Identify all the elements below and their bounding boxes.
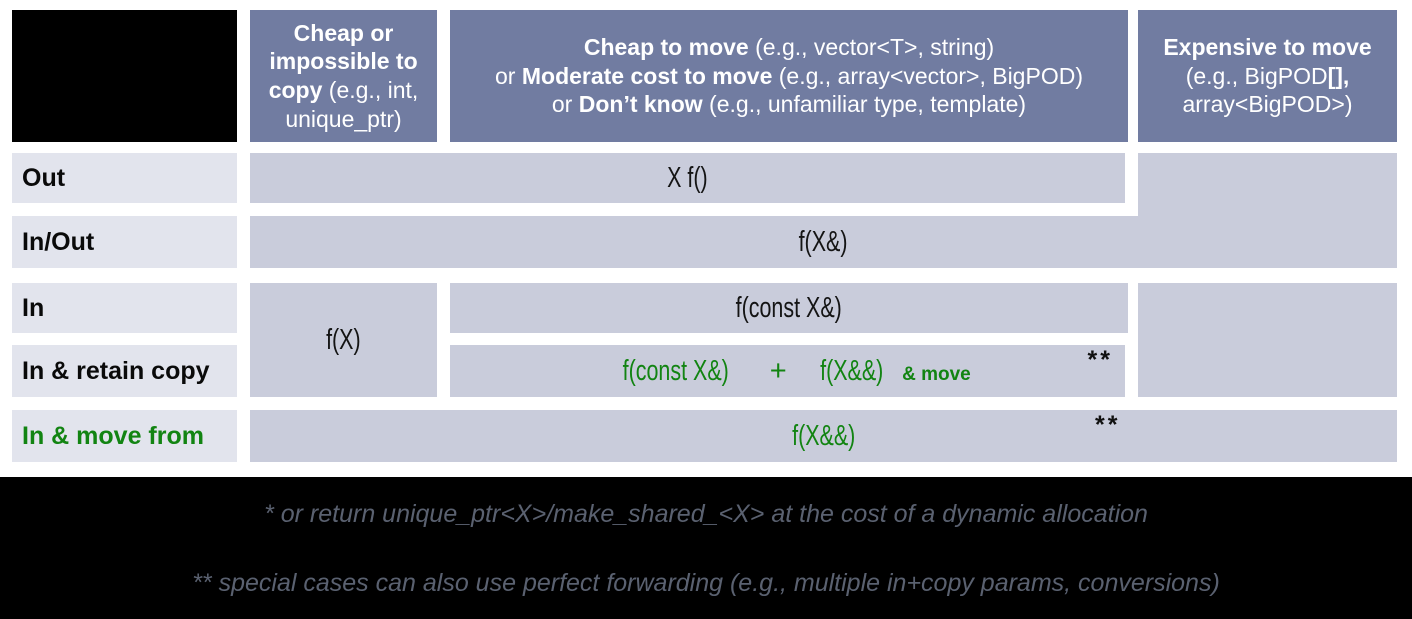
plus-sign: + — [769, 354, 787, 387]
row-label-inout: In/Out — [12, 216, 237, 268]
footnote-dynamic-allocation: * or return unique_ptr<X>/make_shared_<X… — [264, 500, 1148, 528]
corner-box — [12, 10, 237, 142]
row-label-text: In & retain copy — [22, 356, 210, 385]
cell-move-from-fxrvref: f(X&&) ** — [250, 410, 1397, 462]
cell-out-xf: X f() — [250, 153, 1125, 203]
row-label-text: In & move from — [22, 421, 204, 450]
column-header-expensive-to-move: Expensive to move (e.g., BigPOD[], array… — [1138, 10, 1397, 142]
row-label-text: In — [22, 293, 45, 322]
row-label-in: In — [12, 283, 237, 333]
cell-in-fx: f(X) — [250, 283, 437, 397]
row-label-text: In/Out — [22, 227, 95, 256]
row-label-in-move-from: In & move from — [12, 410, 237, 462]
double-asterisk-marker: ** — [1087, 346, 1113, 374]
cell-retain-copy-overloads: f(const X&) + f(X&&) & move ** — [450, 345, 1125, 397]
cell-in-expensive-empty — [1138, 283, 1397, 397]
code-signature: f(X) — [326, 323, 361, 356]
column-header-line: Expensive to move — [1163, 34, 1372, 61]
and-move-note: & move — [902, 363, 971, 385]
column-header-line: array<BigPOD>) — [1182, 91, 1353, 118]
row-label-out: Out — [12, 153, 237, 203]
cell-inout-fxref: f(X&) — [250, 216, 1397, 268]
code-signature: f(const X&) — [622, 354, 730, 387]
column-header-cheap-to-move: Cheap to move (e.g., vector<T>, string) … — [450, 10, 1128, 142]
column-header-cheap-to-copy: Cheap or impossible to copy (e.g., int, … — [250, 10, 437, 142]
row-label-text: Out — [22, 163, 66, 192]
code-signature: f(X&&) — [819, 354, 883, 387]
cell-in-fconstxref: f(const X&) — [450, 283, 1128, 333]
row-label-in-retain-copy: In & retain copy — [12, 345, 237, 397]
code-signature: X f() — [667, 161, 708, 194]
column-header-line: or Don’t know (e.g., unfamiliar type, te… — [551, 91, 1027, 118]
footnote-band — [0, 477, 1412, 619]
column-header-text: Cheap or impossible to copy (e.g., int, … — [268, 19, 419, 132]
code-signature-group: f(const X&) + f(X&&) & move — [604, 354, 971, 388]
column-header-line: (e.g., BigPOD[], — [1185, 62, 1350, 89]
double-asterisk-marker: ** — [1095, 411, 1121, 439]
column-header-line: Cheap to move (e.g., vector<T>, string) — [583, 34, 995, 61]
code-signature: f(const X&) — [735, 291, 843, 324]
code-signature: f(X&&) — [791, 419, 856, 452]
column-header-line: or Moderate cost to move (e.g., array<ve… — [495, 62, 1083, 89]
code-signature: f(X&) — [799, 225, 848, 258]
footnote-perfect-forwarding: ** special cases can also use perfect fo… — [192, 569, 1220, 597]
